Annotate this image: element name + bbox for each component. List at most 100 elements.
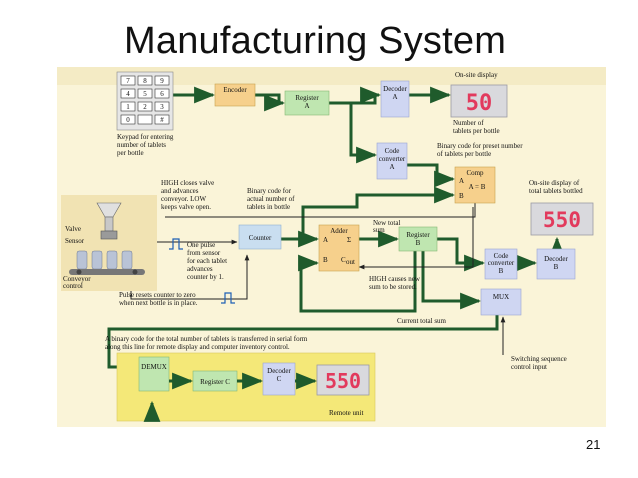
encoder-label: Encoder [223, 86, 247, 94]
high-closes-caption-line4: keeps valve open. [161, 203, 211, 211]
bus-codeconvertera-comp [407, 163, 456, 188]
encoder-block: Encoder [214, 83, 256, 107]
bus-encoder-registera [255, 93, 286, 112]
code-converter-b-label-line2: converter [488, 259, 515, 267]
register-a-label-line1: Register [295, 94, 319, 102]
pulse-caption-line3: for each tablet [187, 257, 227, 265]
serial-caption-line1: A binary code for the total number of ta… [105, 335, 308, 343]
binary-preset-caption-line1: Binary code for preset number [437, 142, 523, 150]
decoder-b-label-line1: Decoder [544, 255, 568, 263]
adder-label: Adder [330, 227, 348, 235]
decoder-a-block: Decoder A [380, 80, 410, 118]
register-a-label-line2: A [304, 102, 309, 110]
page-number: 21 [586, 437, 601, 452]
onsite-total-display-value: 550 [543, 208, 581, 232]
adder-block: Adder A Σ B C out [318, 224, 360, 272]
keypad-key-1[interactable]: 1 [126, 103, 130, 111]
slide-title: Manufacturing System [124, 20, 507, 62]
high-closes-caption-line3: conveyor. LOW [161, 195, 206, 203]
decoder-a-label-line1: Decoder [383, 85, 407, 93]
keypad-key-6[interactable]: 6 [160, 90, 164, 98]
adder-sigma: Σ [347, 236, 351, 244]
bus-current-total [298, 251, 417, 313]
code-converter-b-label-line1: Code [494, 252, 509, 260]
diagram-top-band [57, 67, 606, 85]
new-total-caption-line2: sum [373, 226, 385, 234]
demux-block: DEMUX [138, 356, 170, 392]
counter-block: Counter [238, 224, 282, 250]
counter-label: Counter [249, 234, 272, 242]
high-closes-caption-line2: and advances [161, 187, 199, 195]
keypad-key-3[interactable]: 3 [160, 103, 164, 111]
bus-registera-codeconvertera [349, 103, 378, 164]
code-converter-b-label-line3: B [499, 267, 504, 275]
register-b-label-line2: B [416, 239, 421, 247]
decoder-c-label-line2: C [277, 375, 282, 383]
high-closes-caption-line1: HIGH closes valve [161, 179, 214, 187]
remote-unit-label: Remote unit [329, 409, 363, 417]
conveyor-label-line1: Conveyor [63, 275, 91, 283]
keypad-caption-line1: Keypad for entering [117, 133, 174, 141]
keypad-caption-line2: number of tablets [117, 141, 166, 149]
reset-caption-line1: Pulse resets counter to zero [119, 291, 196, 299]
reset-pulse-icon [221, 292, 235, 304]
comp-block: Comp A A = B B [454, 166, 496, 204]
pulse-caption-line5: counter by 1. [187, 273, 224, 281]
keypad-key-9[interactable]: 9 [160, 77, 164, 85]
tablets-per-bottle-caption-line1: Number of [453, 119, 484, 127]
sensor-label: Sensor [65, 237, 85, 245]
keypad[interactable]: 7 8 9 4 5 6 1 2 3 0 # [116, 71, 174, 131]
comp-input-b: B [459, 192, 464, 200]
keypad-caption-line3: per bottle [117, 149, 144, 157]
adder-input-a: A [323, 236, 328, 244]
new-total-caption-line1: New total [373, 219, 400, 227]
demux-label: DEMUX [141, 363, 167, 371]
switching-caption-line2: control input [511, 363, 547, 371]
keypad-key-0[interactable]: 0 [126, 116, 130, 124]
line-comp-adder [358, 207, 474, 270]
code-converter-a-label-line3: A [389, 163, 394, 171]
register-b-label-line1: Register [406, 231, 430, 239]
binary-actual-caption-line3: tablets in bottle [247, 203, 290, 211]
sensor-pulse-icon [169, 238, 183, 250]
onsite-display-total: 550 [530, 202, 594, 236]
keypad-key-8[interactable]: 8 [143, 77, 147, 85]
keypad-key-7[interactable]: 7 [126, 77, 130, 85]
register-b-block: Register B [398, 226, 438, 252]
onsite-display-value: 50 [466, 91, 493, 116]
valve-conveyor-illustration [61, 195, 157, 291]
switching-caption-line1: Switching sequence [511, 355, 567, 363]
high-causes-caption-line2: sum to be stored. [369, 283, 417, 291]
current-total-caption: Current total sum [397, 317, 447, 325]
code-converter-b-block: Code converter B [484, 248, 518, 280]
binary-actual-caption-line2: actual number of [247, 195, 295, 203]
mux-block: MUX [480, 288, 522, 316]
manufacturing-system-diagram: 7 8 9 4 5 6 1 2 3 0 # Keypad for enterin… [57, 67, 606, 427]
decoder-b-label-line2: B [554, 263, 559, 271]
keypad-key-hash[interactable]: # [160, 116, 164, 124]
code-converter-a-block: Code converter A [376, 142, 408, 180]
register-c-block: Register C [192, 370, 238, 392]
binary-actual-caption-line1: Binary code for [247, 187, 292, 195]
keypad-key-2[interactable]: 2 [143, 103, 147, 111]
bus-counter-compb [301, 186, 456, 233]
pulse-caption-line4: advances [187, 265, 213, 273]
remote-display: 550 [316, 364, 370, 396]
onsite-total-caption-line2: total tablets bottled [529, 187, 583, 195]
comp-equality: A = B [469, 183, 486, 191]
comp-label: Comp [466, 169, 484, 177]
onsite-total-caption-line1: On-site display of [529, 179, 580, 187]
conveyor-label-line2: control [63, 282, 83, 290]
serial-caption-line2: along this line for remote display and c… [105, 343, 290, 351]
comp-input-a: A [459, 177, 464, 185]
code-converter-a-label-line2: converter [379, 155, 406, 163]
high-causes-caption-line1: HIGH causes new [369, 275, 421, 283]
decoder-c-label-line1: Decoder [267, 367, 291, 375]
adder-cout-subscript: out [346, 258, 355, 266]
onsite-display-caption: On-site display [455, 71, 498, 79]
mux-label: MUX [493, 293, 509, 301]
keypad-key-5[interactable]: 5 [143, 90, 147, 98]
adder-input-b: B [323, 256, 328, 264]
keypad-key-4[interactable]: 4 [126, 90, 130, 98]
tablets-per-bottle-caption-line2: tablets per bottle [453, 127, 500, 135]
